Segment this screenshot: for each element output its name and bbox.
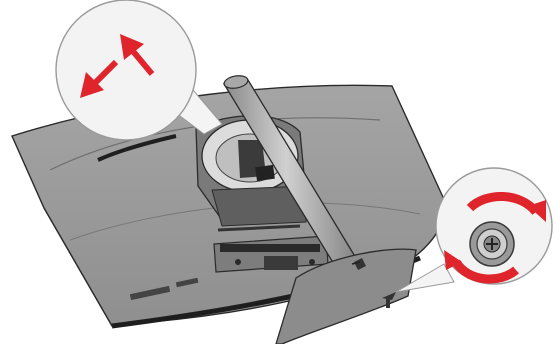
arm-direction-callout (56, 0, 196, 140)
screw-rotation-callout (436, 168, 552, 284)
screw-head-icon (470, 222, 514, 266)
